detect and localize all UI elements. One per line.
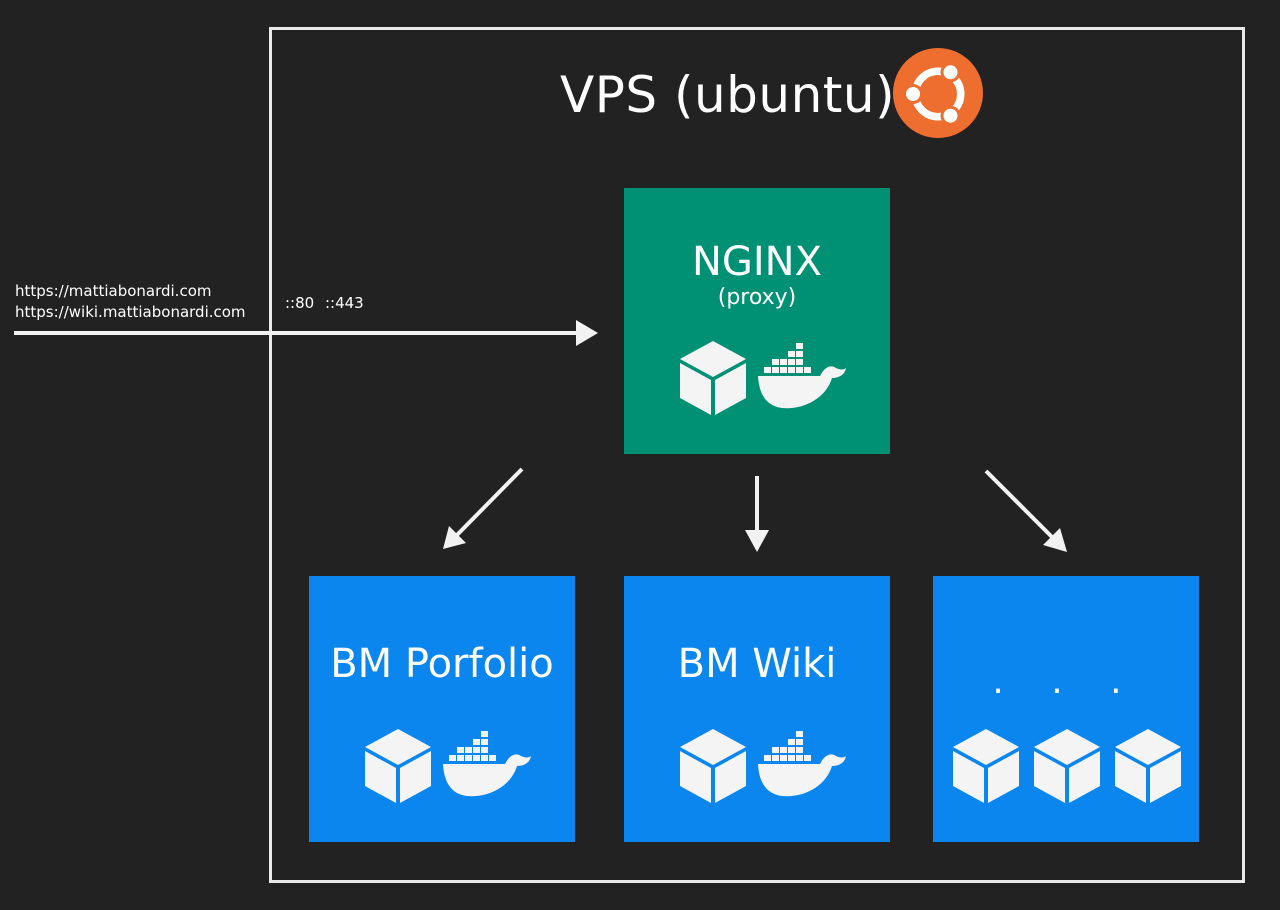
nginx-subtitle: (proxy): [717, 285, 797, 310]
nginx-proxy-box: NGINX (proxy): [624, 188, 890, 454]
docker-whale-icon: [443, 731, 531, 797]
arrow-to-portfolio: [443, 467, 524, 549]
arrow-to-more: [984, 469, 1067, 552]
vps-title: VPS (ubuntu): [560, 66, 896, 124]
service-title-wiki: BM Wiki: [677, 641, 837, 687]
vps-boundary: [269, 27, 1245, 883]
incoming-arrow: [14, 320, 598, 346]
container-cube-icon: [680, 341, 746, 415]
container-cube-icon: [1034, 729, 1100, 803]
url-portfolio: https://mattiabonardi.com: [15, 282, 212, 300]
service-box-more: . . .: [933, 576, 1199, 842]
docker-whale-icon: [758, 343, 846, 409]
url-wiki: https://wiki.mattiabonardi.com: [15, 303, 246, 321]
service-box-wiki: BM Wiki: [624, 576, 890, 842]
incoming-urls: https://mattiabonardi.com https://wiki.m…: [15, 281, 246, 323]
port-label: ::80 ::443: [285, 294, 364, 312]
docker-whale-icon: [758, 731, 846, 797]
container-cube-icon: [680, 729, 746, 803]
container-cube-icon: [365, 729, 431, 803]
nginx-title: NGINX: [691, 239, 823, 285]
service-title-portfolio: BM Porfolio: [330, 641, 554, 687]
ubuntu-logo-icon: [893, 48, 983, 138]
service-title-more: . . .: [992, 661, 1140, 702]
service-box-portfolio: BM Porfolio: [309, 576, 575, 842]
arrow-to-wiki: [745, 476, 769, 552]
container-cube-icon: [953, 729, 1019, 803]
container-cube-icon: [1115, 729, 1181, 803]
